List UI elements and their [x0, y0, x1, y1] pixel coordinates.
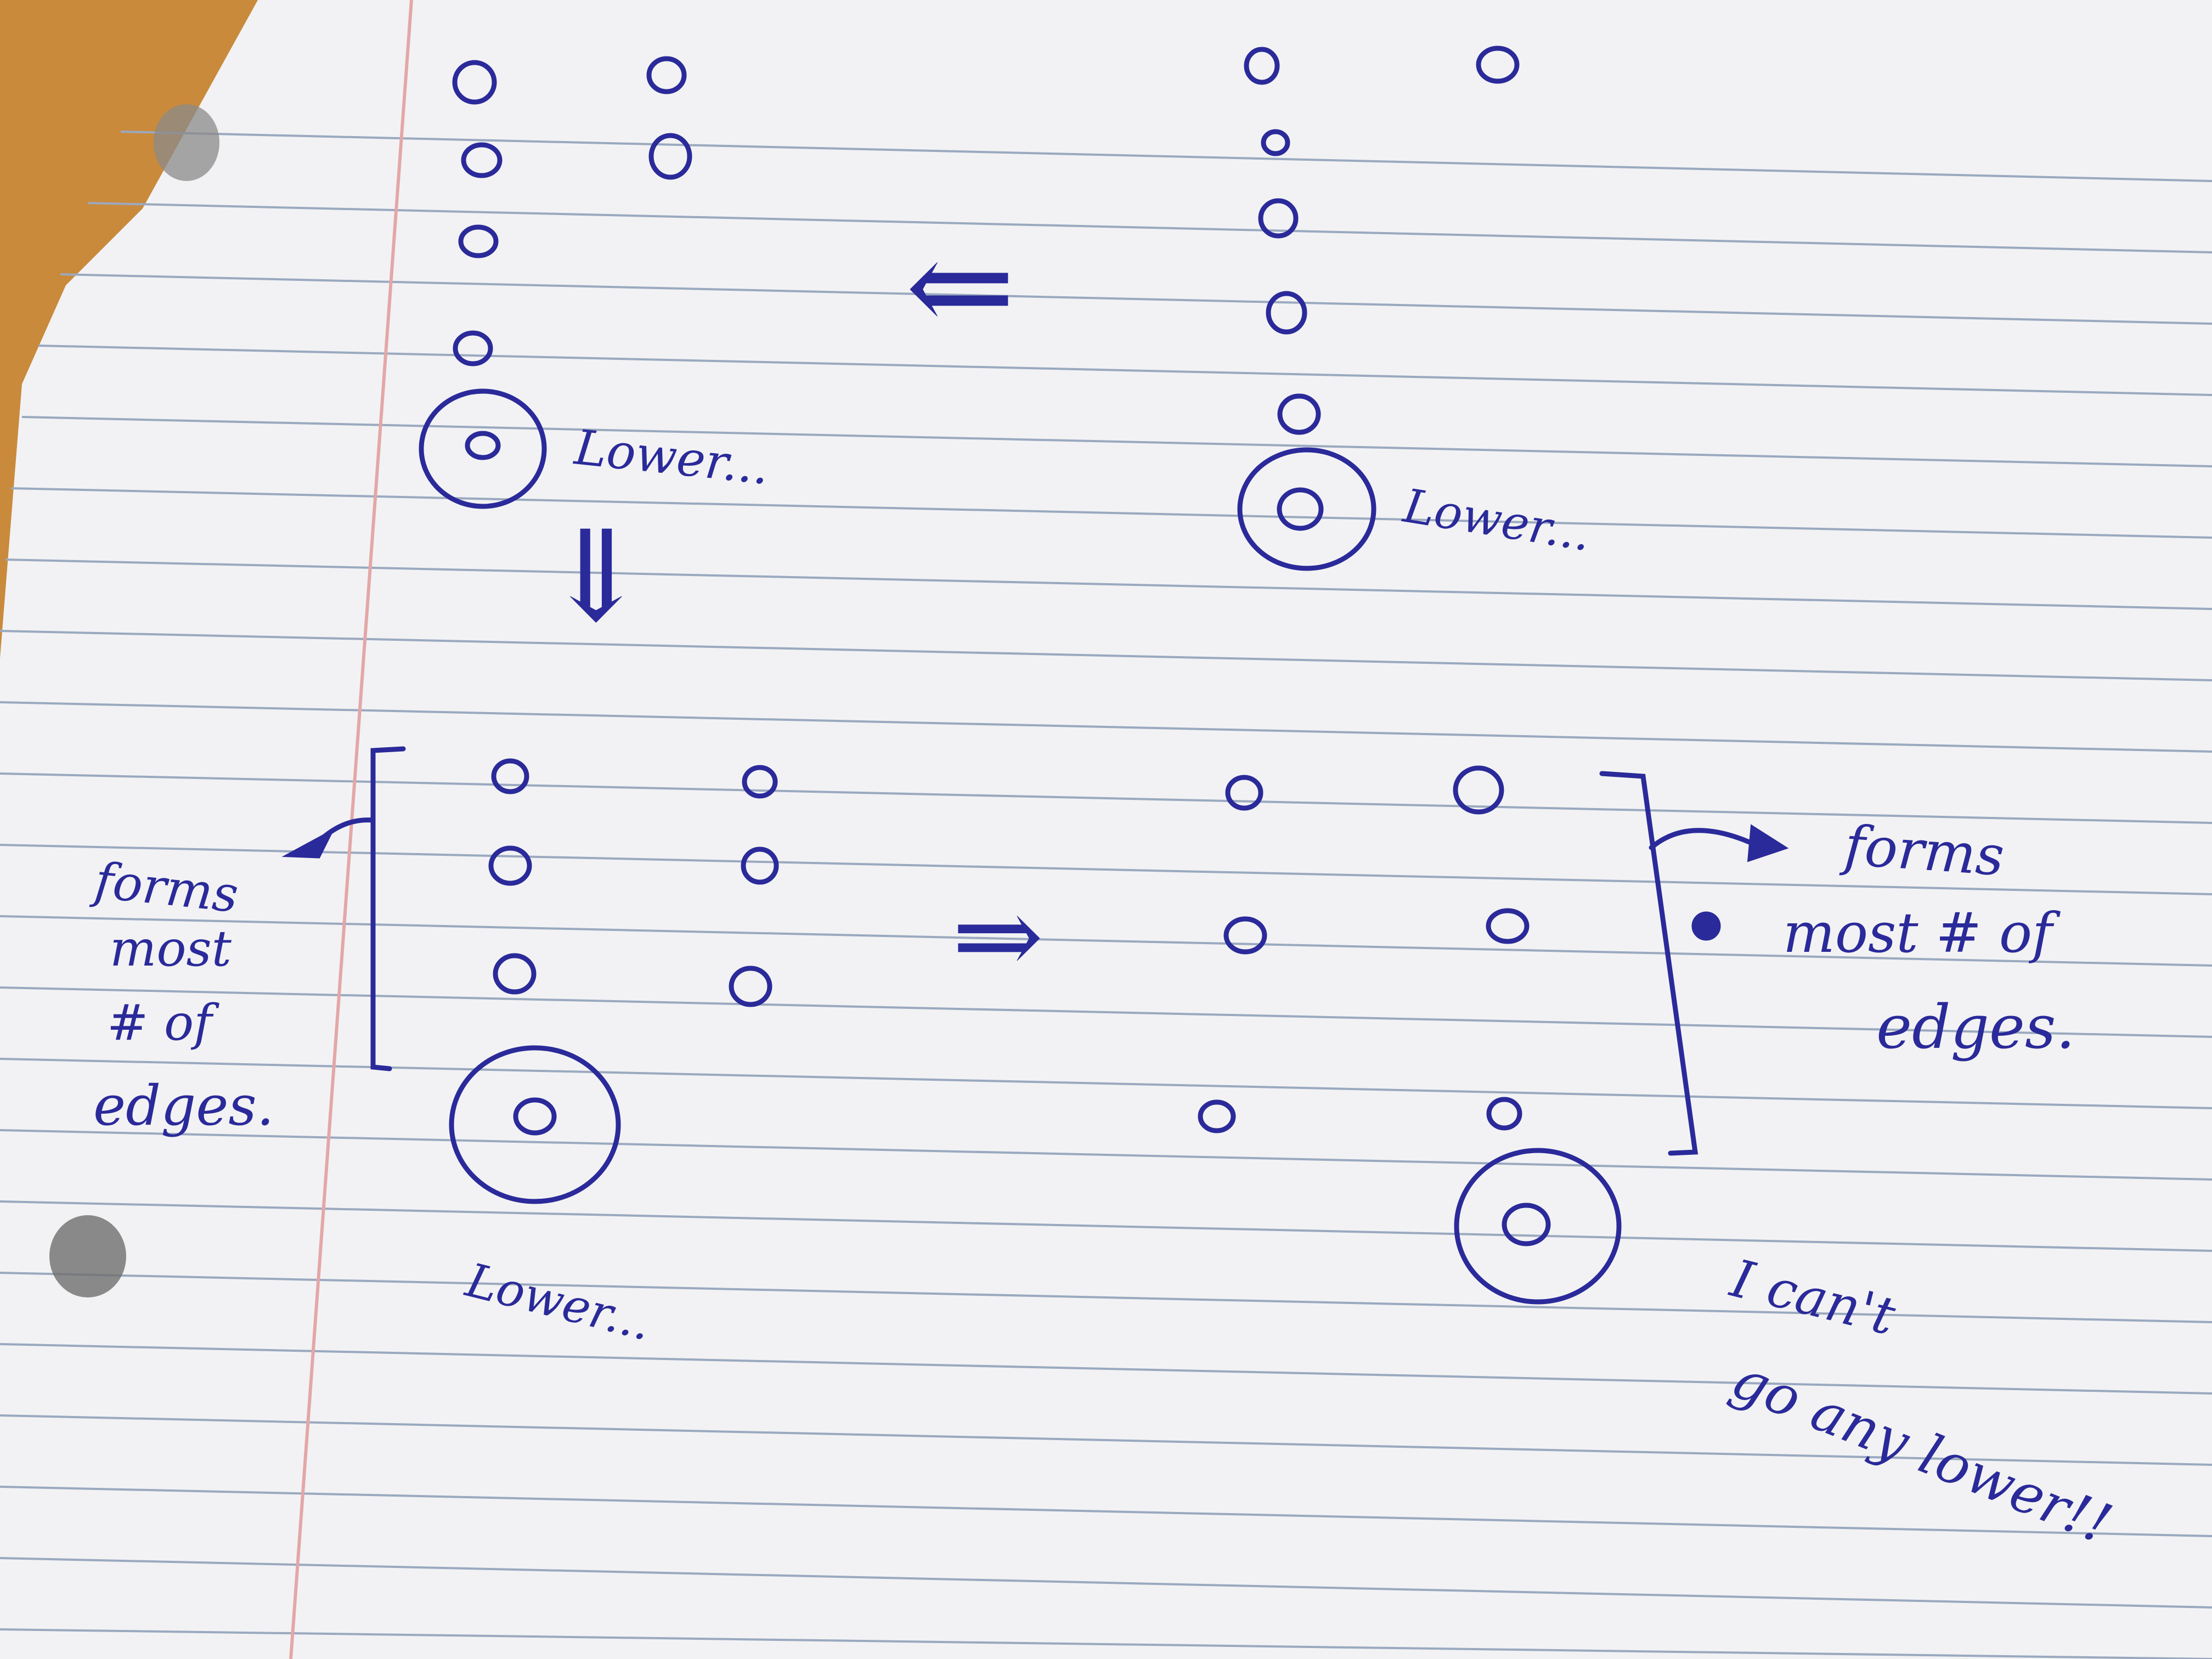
note-forms-left: forms most # of edges. — [89, 851, 274, 1138]
graph-top-left — [419, 56, 692, 509]
vertex — [1486, 1097, 1522, 1131]
note-line: forms — [1838, 813, 2006, 889]
note-line: edges. — [1876, 992, 2075, 1062]
implies-down-arrow: ⇓ — [543, 504, 649, 650]
note-line: most # of — [1783, 901, 2061, 965]
vertex — [491, 758, 529, 794]
vertex — [1223, 916, 1267, 955]
vertex — [646, 56, 687, 94]
vertex — [648, 133, 692, 180]
vertex — [741, 847, 779, 885]
vertex — [1261, 129, 1290, 156]
vertex — [1266, 291, 1307, 335]
implies-left-arrow: ⇐ — [905, 210, 1015, 363]
graph-top-right — [1237, 46, 1520, 571]
bracket-right — [1599, 771, 1699, 1156]
vertex — [1453, 765, 1504, 815]
vertex — [1476, 46, 1520, 84]
arrowhead-left — [281, 828, 335, 859]
arrowhead-right — [1747, 824, 1789, 862]
vertex — [1258, 198, 1299, 239]
vertex — [453, 330, 493, 366]
note-line: # of — [107, 994, 219, 1052]
vertex — [1277, 393, 1321, 435]
ink-dot — [1691, 911, 1721, 941]
vertex — [458, 224, 499, 258]
ink-sketch — [281, 46, 1789, 1305]
circled-vertex-outer — [449, 1045, 621, 1204]
circled-vertex-inner — [1277, 487, 1324, 531]
circled-vertex-inner — [1502, 1203, 1551, 1246]
curved-arrow-right — [1649, 828, 1758, 850]
vertex — [742, 765, 778, 799]
binder-hole-top — [154, 104, 219, 181]
circled-vertex-inner — [513, 1097, 557, 1136]
vertex — [1486, 908, 1530, 944]
vertex — [1225, 775, 1263, 811]
note-line: edges. — [93, 1074, 274, 1138]
margin-line — [289, 0, 413, 1659]
note-forms-right: forms most # of edges. — [1783, 813, 2075, 1062]
vertex — [452, 60, 497, 105]
circled-vertex-outer — [1237, 447, 1376, 571]
vertex — [488, 845, 532, 886]
vertex — [729, 966, 772, 1007]
circled-vertex-inner — [465, 431, 501, 460]
circled-vertex-outer — [1454, 1148, 1622, 1305]
implies-right-arrow: ⇒ — [952, 872, 1044, 1000]
graph-bottom-left — [370, 746, 779, 1204]
circled-vertex-outer — [419, 388, 547, 509]
bracket-left — [370, 746, 406, 1071]
vertex — [493, 953, 537, 995]
graph-bottom-right — [1198, 765, 1699, 1305]
vertex — [1198, 1099, 1236, 1133]
vertex — [1244, 47, 1280, 85]
note-line: most — [110, 920, 232, 978]
vertex — [461, 142, 503, 178]
binder-hole-bottom — [49, 1215, 126, 1297]
ruled-lines — [0, 131, 2212, 1659]
